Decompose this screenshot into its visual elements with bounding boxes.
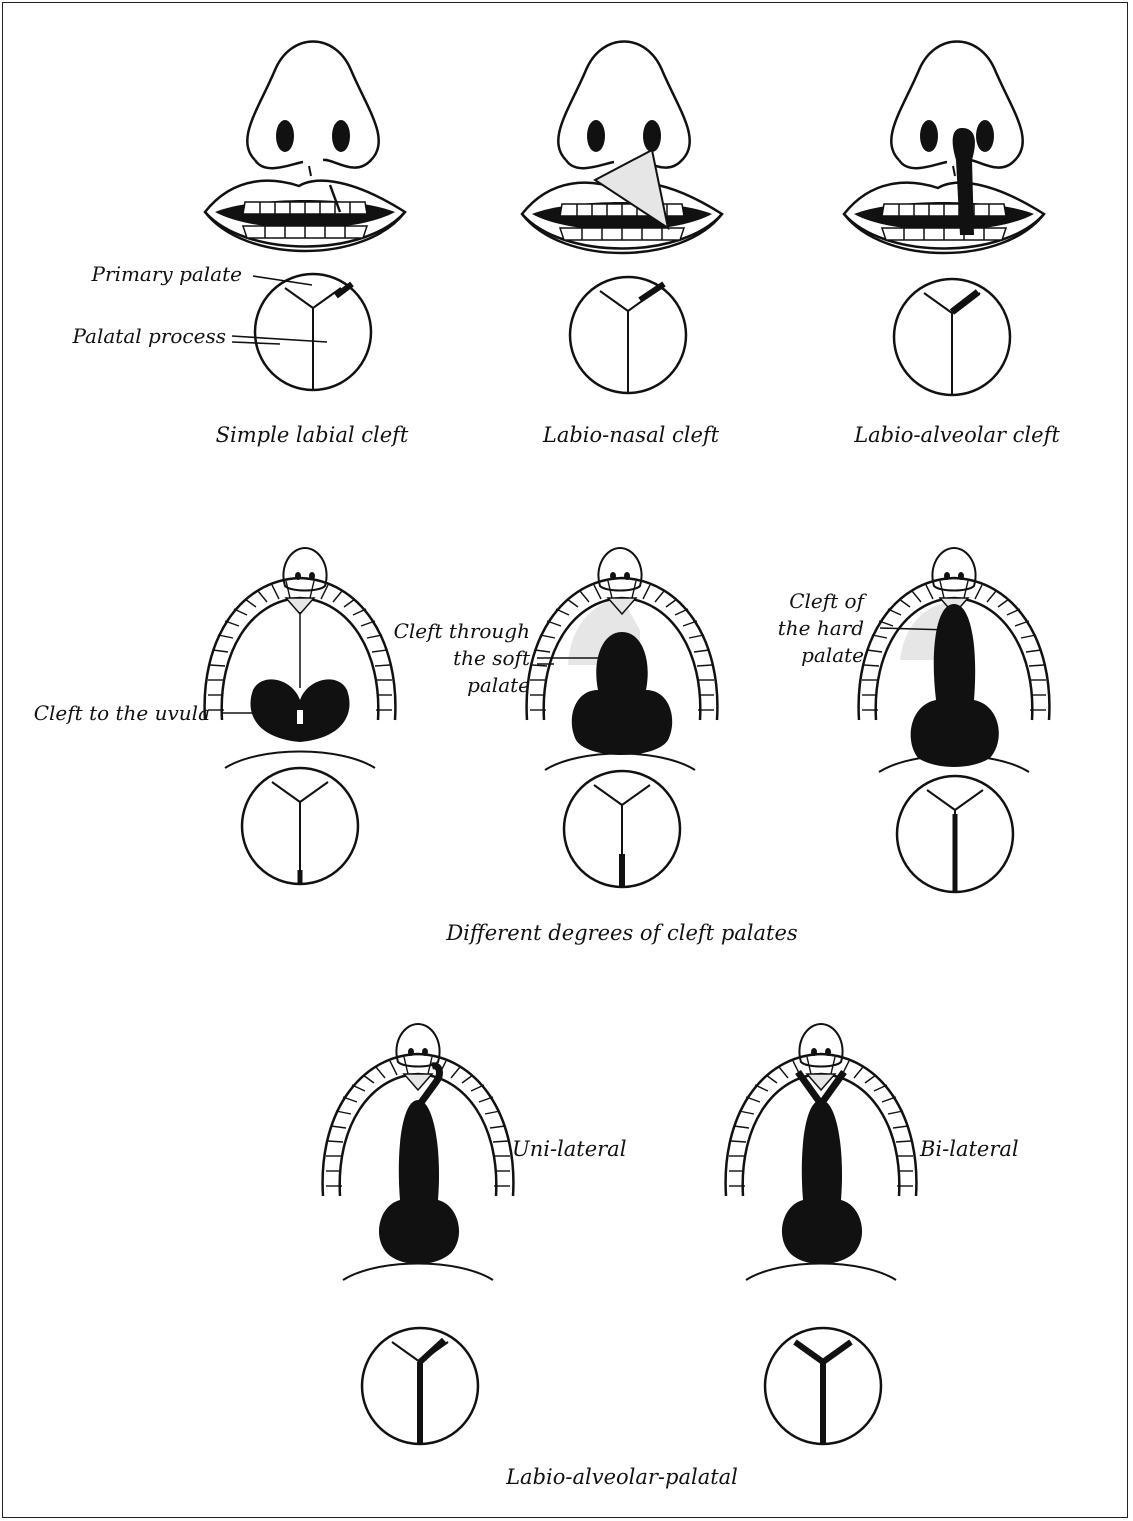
caption-labio-nasal-cleft: Labio-nasal cleft [511, 423, 751, 447]
row3-uni-lateral [323, 1024, 514, 1444]
label-cleft-hard-line2: the hard [740, 617, 864, 640]
row1-simple-labial [205, 42, 405, 391]
label-primary-palate: Primary palate [60, 263, 242, 286]
label-cleft-hard-line3: palate [740, 644, 864, 667]
label-bi-lateral: Bi-lateral [920, 1137, 1019, 1161]
caption-labio-alveolar-cleft: Labio-alveolar cleft [832, 423, 1082, 447]
row3-bi-lateral [726, 1024, 917, 1444]
row1-labio-alveolar [844, 42, 1044, 396]
label-cleft-to-uvula: Cleft to the uvula [20, 702, 210, 725]
label-uni-lateral: Uni-lateral [512, 1137, 626, 1161]
caption-different-degrees: Different degrees of cleft palates [392, 921, 852, 945]
caption-labio-alveolar-palatal: Labio-alveolar-palatal [472, 1465, 772, 1489]
row2-cleft-uvula [205, 548, 396, 884]
label-palatal-process: Palatal process [40, 325, 226, 348]
label-cleft-soft-line1: Cleft through [380, 620, 530, 643]
row2-cleft-hard-palate [859, 548, 1050, 892]
label-cleft-soft-line3: palate [380, 674, 530, 697]
label-cleft-hard-line1: Cleft of [740, 590, 864, 613]
caption-simple-labial-cleft: Simple labial cleft [192, 423, 432, 447]
row1-labio-nasal [522, 42, 722, 394]
row2-cleft-soft-palate [527, 548, 718, 887]
label-cleft-soft-line2: the soft [380, 647, 530, 670]
